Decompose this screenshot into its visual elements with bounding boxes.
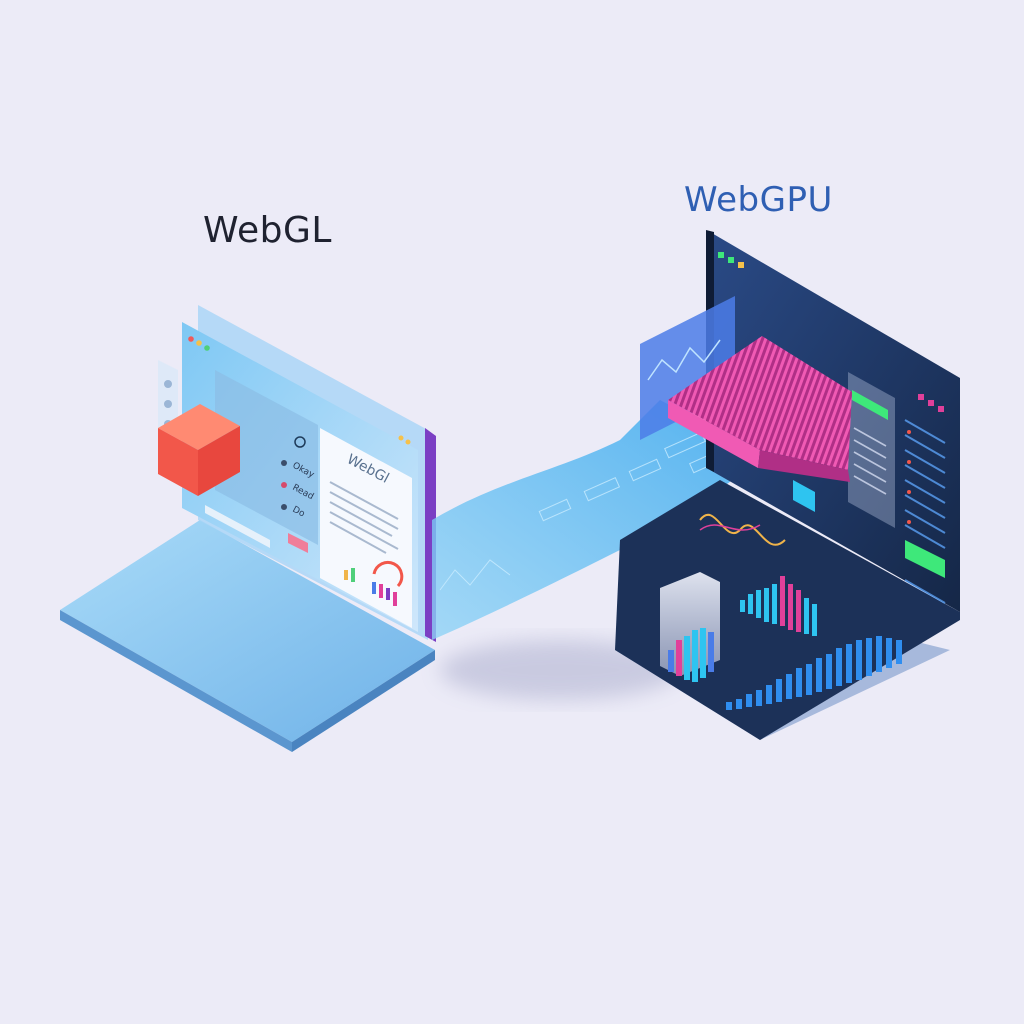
progress-bar xyxy=(205,505,270,548)
minimize-dot-icon xyxy=(196,340,202,346)
mini-bar-chart xyxy=(344,568,397,606)
webgpu-title: WebGPU xyxy=(684,180,833,220)
status-ring-icon xyxy=(294,436,306,448)
app-tile-icon xyxy=(793,480,815,512)
bar-chart-cluster xyxy=(740,576,817,636)
data-surface xyxy=(668,336,852,482)
webgl-title: WebGL xyxy=(203,210,332,251)
small-bar-chart xyxy=(668,628,714,682)
bullet-icon xyxy=(281,504,287,510)
status-button-green[interactable] xyxy=(905,540,945,578)
tool-icon xyxy=(164,400,172,408)
bullet-icon xyxy=(281,482,287,488)
bullet-icon xyxy=(281,460,287,466)
green-status-chip xyxy=(852,390,888,420)
gauge-icon xyxy=(372,560,404,588)
webgpu-device xyxy=(615,230,960,740)
close-dot-icon xyxy=(188,336,194,342)
maximize-dot-icon xyxy=(204,345,210,351)
action-button[interactable] xyxy=(288,533,308,553)
data-stream-ribbon xyxy=(432,400,765,640)
line-chart-magenta xyxy=(699,524,761,531)
tool-icon xyxy=(164,380,172,388)
document-panel xyxy=(320,428,412,628)
webgl-base-plate xyxy=(60,520,435,742)
webgl-device: Okay Read Do WebGl xyxy=(60,305,436,752)
ascending-bars xyxy=(726,636,902,710)
cube-icon xyxy=(158,404,240,496)
